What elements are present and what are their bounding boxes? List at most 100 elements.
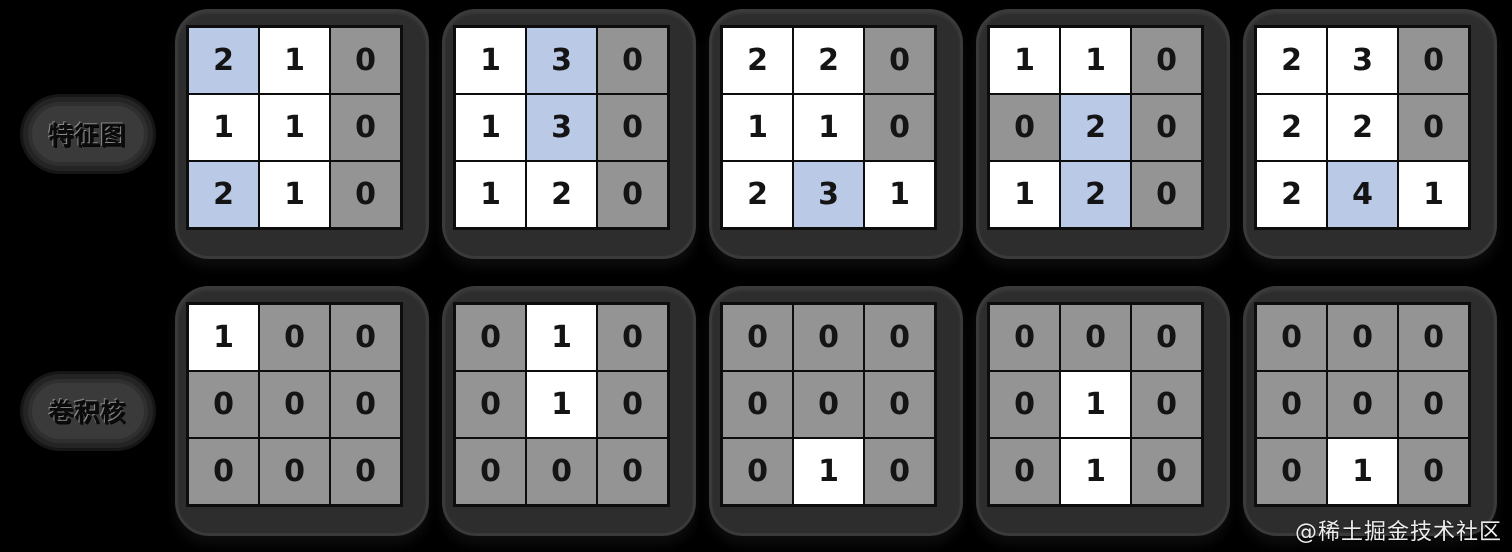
feature-map-cell: 1 xyxy=(189,95,258,160)
kernel-cell: 0 xyxy=(723,372,792,437)
kernel-cell: 0 xyxy=(456,439,525,504)
kernel-cell: 0 xyxy=(1257,305,1326,370)
feature-map-cell: 0 xyxy=(865,28,934,93)
feature-map-cell: 1 xyxy=(456,28,525,93)
feature-map-label-col: 特征图 xyxy=(0,102,175,166)
kernel-cell: 0 xyxy=(990,439,1059,504)
kernel-cell: 0 xyxy=(1257,439,1326,504)
kernel-cell: 0 xyxy=(260,372,329,437)
feature-map-cell: 2 xyxy=(1257,162,1326,227)
feature-map-cell: 0 xyxy=(598,162,667,227)
feature-map-cell: 0 xyxy=(1132,95,1201,160)
feature-map-cell: 0 xyxy=(1132,162,1201,227)
feature-map-cell: 0 xyxy=(331,95,400,160)
kernel-cell: 0 xyxy=(1399,372,1468,437)
kernel-cell: 0 xyxy=(1257,372,1326,437)
kernel-cell: 0 xyxy=(1132,372,1201,437)
kernel-cell: 0 xyxy=(189,372,258,437)
feature-map-cell: 1 xyxy=(260,95,329,160)
feature-map-cell: 1 xyxy=(1399,162,1468,227)
feature-map-cell: 0 xyxy=(1399,95,1468,160)
feature-map-cell: 1 xyxy=(723,95,792,160)
feature-map-cell: 1 xyxy=(990,162,1059,227)
kernel-cell: 1 xyxy=(1328,439,1397,504)
kernel-cell: 0 xyxy=(865,372,934,437)
feature-map-cell: 1 xyxy=(260,28,329,93)
feature-map-cell: 1 xyxy=(1061,28,1130,93)
kernel-cell: 1 xyxy=(1061,372,1130,437)
feature-map-cell: 1 xyxy=(865,162,934,227)
kernel-cell: 0 xyxy=(1328,372,1397,437)
feature-map-cell: 0 xyxy=(1399,28,1468,93)
kernel-cell: 0 xyxy=(794,305,863,370)
kernel-cell: 0 xyxy=(723,305,792,370)
kernel-label-col: 卷积核 xyxy=(0,379,175,443)
kernel-cell: 0 xyxy=(1328,305,1397,370)
kernel-cell: 0 xyxy=(527,439,596,504)
feature-map-cell: 1 xyxy=(794,95,863,160)
feature-map-cell: 1 xyxy=(990,28,1059,93)
feature-map-cell: 3 xyxy=(1328,28,1397,93)
kernel-cell: 0 xyxy=(456,305,525,370)
feature-map-cell: 2 xyxy=(723,162,792,227)
feature-map-cell: 0 xyxy=(598,28,667,93)
feature-map-cell: 2 xyxy=(1328,95,1397,160)
feature-map-cell: 2 xyxy=(794,28,863,93)
kernel-cell: 0 xyxy=(1399,305,1468,370)
kernel-cell: 0 xyxy=(260,305,329,370)
kernel-cell: 1 xyxy=(794,439,863,504)
feature-map-cell: 2 xyxy=(1061,95,1130,160)
kernel-cell: 0 xyxy=(189,439,258,504)
kernel-cell: 1 xyxy=(527,372,596,437)
feature-map-cell: 3 xyxy=(527,95,596,160)
feature-map-cell: 2 xyxy=(1257,28,1326,93)
kernel-cell: 0 xyxy=(1399,439,1468,504)
feature-map-cell: 1 xyxy=(456,162,525,227)
kernel-cell: 0 xyxy=(260,439,329,504)
feature-map-cell: 4 xyxy=(1328,162,1397,227)
kernel-cell: 0 xyxy=(598,439,667,504)
watermark: @稀土掘金技术社区 xyxy=(1294,520,1502,545)
kernel-cell: 0 xyxy=(331,439,400,504)
feature-map-cell: 2 xyxy=(527,162,596,227)
kernel-cell: 0 xyxy=(723,439,792,504)
kernel-cell: 0 xyxy=(598,372,667,437)
kernel-cell: 0 xyxy=(1061,305,1130,370)
feature-map-label: 特征图 xyxy=(48,121,127,150)
kernel-cell: 0 xyxy=(456,372,525,437)
kernel-cell: 0 xyxy=(865,305,934,370)
feature-map-cell: 0 xyxy=(865,95,934,160)
feature-map-cell: 2 xyxy=(1257,95,1326,160)
kernel-cell: 0 xyxy=(598,305,667,370)
kernel-label: 卷积核 xyxy=(48,398,127,427)
kernel-cell: 0 xyxy=(865,439,934,504)
feature-map-cell: 0 xyxy=(598,95,667,160)
kernel-cell: 0 xyxy=(990,305,1059,370)
kernel-cell: 1 xyxy=(527,305,596,370)
kernel-cell: 1 xyxy=(1061,439,1130,504)
feature-map-cell: 0 xyxy=(331,162,400,227)
kernel-cell: 0 xyxy=(1132,305,1201,370)
kernel-cell: 1 xyxy=(189,305,258,370)
kernel-cell: 0 xyxy=(794,372,863,437)
feature-map-cell: 2 xyxy=(723,28,792,93)
feature-map-cell: 3 xyxy=(794,162,863,227)
